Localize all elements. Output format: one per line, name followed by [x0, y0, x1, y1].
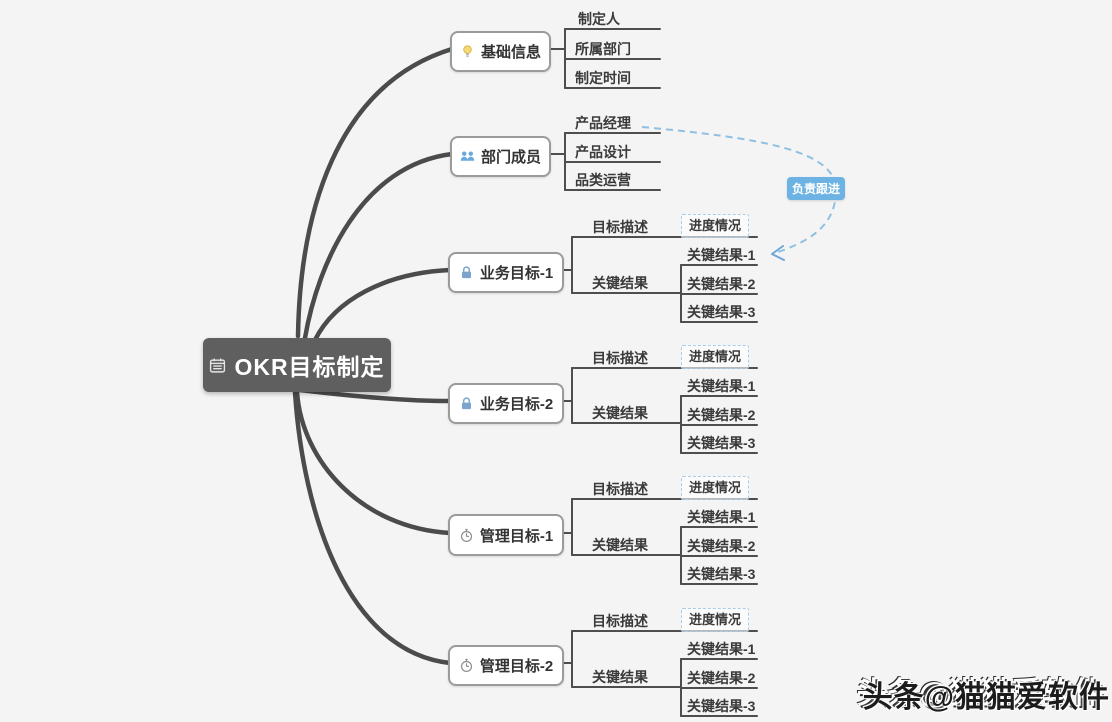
- goal-desc-node[interactable]: 目标描述: [592, 350, 648, 366]
- progress-status-node[interactable]: 进度情况: [681, 214, 749, 238]
- branch-label: 业务目标-2: [479, 396, 554, 413]
- key-result-item[interactable]: 关键结果-2: [687, 670, 756, 686]
- key-result-item[interactable]: 关键结果-3: [687, 566, 756, 582]
- goal-desc-node[interactable]: 目标描述: [592, 613, 648, 629]
- key-result-item[interactable]: 关键结果-3: [687, 435, 756, 451]
- branch-node-management-goal-2[interactable]: 管理目标-2: [448, 645, 564, 686]
- bulb-icon: [460, 44, 475, 59]
- child-node-label[interactable]: 制定人: [578, 11, 620, 27]
- child-node-label[interactable]: 产品经理: [575, 115, 631, 131]
- floating-note[interactable]: 负责跟进: [787, 177, 845, 200]
- progress-status-node[interactable]: 进度情况: [681, 476, 749, 500]
- branch-label: 管理目标-1: [479, 527, 554, 545]
- branch-label: 基础信息: [480, 44, 541, 61]
- key-result-item[interactable]: 关键结果-2: [687, 276, 756, 292]
- branch-node-management-goal-1[interactable]: 管理目标-1: [448, 514, 564, 556]
- key-result-item[interactable]: 关键结果-1: [687, 641, 756, 657]
- watermark-text: 头条@猫猫爱软件: [862, 681, 1110, 714]
- key-result-item[interactable]: 关键结果-2: [687, 407, 756, 423]
- root-node[interactable]: OKR目标制定: [203, 338, 391, 392]
- child-node-label[interactable]: 制定时间: [575, 70, 631, 86]
- root-label: OKR目标制定: [234, 354, 385, 380]
- branch-child-lines: [546, 28, 758, 717]
- team-icon: [460, 149, 475, 164]
- goal-desc-node[interactable]: 目标描述: [592, 219, 648, 235]
- lock-icon: [459, 396, 474, 411]
- key-results-node[interactable]: 关键结果: [592, 669, 648, 685]
- key-result-item[interactable]: 关键结果-3: [687, 304, 756, 320]
- key-result-item[interactable]: 关键结果-3: [687, 698, 756, 714]
- dashed-link-arrow-icon: [771, 245, 785, 261]
- clock-icon: [459, 658, 474, 673]
- key-result-item[interactable]: 关键结果-1: [687, 378, 756, 394]
- branch-node-business-goal-1[interactable]: 业务目标-1: [448, 252, 564, 293]
- progress-status-node[interactable]: 进度情况: [681, 608, 749, 632]
- child-node-label[interactable]: 产品设计: [575, 144, 631, 160]
- watermark-text-back: 头条@猫猫爱软件: [856, 677, 1104, 710]
- branch-label: 部门成员: [480, 149, 541, 166]
- root-branch-curves: [292, 46, 455, 666]
- key-result-item[interactable]: 关键结果-1: [687, 509, 756, 525]
- calendar-icon: [209, 357, 226, 374]
- key-results-node[interactable]: 关键结果: [592, 275, 648, 291]
- goal-desc-node[interactable]: 目标描述: [592, 481, 648, 497]
- key-results-node[interactable]: 关键结果: [592, 405, 648, 421]
- lock-icon: [459, 265, 474, 280]
- clock-icon: [459, 528, 474, 543]
- branch-node-basic-info[interactable]: 基础信息: [450, 31, 551, 72]
- key-results-node[interactable]: 关键结果: [592, 537, 648, 553]
- branch-node-members[interactable]: 部门成员: [450, 136, 551, 177]
- branch-label: 管理目标-2: [479, 658, 554, 675]
- branch-node-business-goal-2[interactable]: 业务目标-2: [448, 383, 564, 424]
- key-result-item[interactable]: 关键结果-2: [687, 538, 756, 554]
- branch-label: 业务目标-1: [479, 265, 554, 282]
- child-node-label[interactable]: 所属部门: [575, 41, 631, 57]
- child-node-label[interactable]: 品类运营: [575, 172, 631, 188]
- key-result-item[interactable]: 关键结果-1: [687, 247, 756, 263]
- progress-status-node[interactable]: 进度情况: [681, 345, 749, 369]
